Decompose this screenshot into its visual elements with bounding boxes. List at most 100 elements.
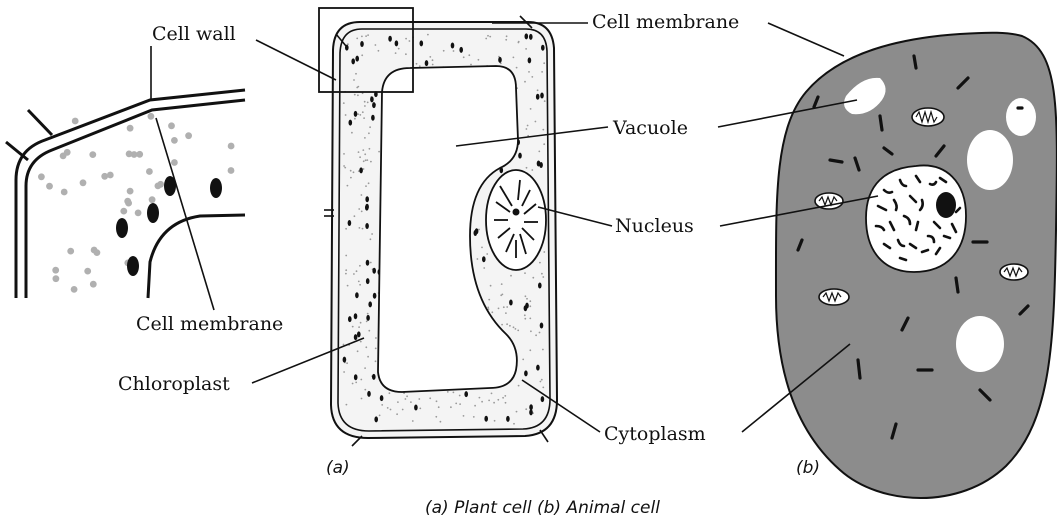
plant-cytoplasm-dot xyxy=(491,393,493,395)
plant-cytoplasm-dot xyxy=(488,400,490,402)
plant-cytoplasm-dot xyxy=(347,285,349,287)
plant-cytoplasm-dot xyxy=(530,330,532,332)
plant-chloroplast xyxy=(366,260,370,266)
plant-chloroplast xyxy=(380,395,384,401)
plant-cytoplasm-dot xyxy=(359,284,361,286)
inset-cytoplasm-dot xyxy=(228,167,235,174)
plant-cytoplasm-dot xyxy=(518,42,520,44)
plant-chloroplast xyxy=(536,365,540,371)
leader-cell-membrane-inset xyxy=(156,118,214,310)
plant-chloroplast xyxy=(464,391,468,397)
plant-cytoplasm-dot xyxy=(453,392,455,394)
plant-chloroplast xyxy=(372,268,376,274)
inset-cytoplasm-dot xyxy=(61,189,68,196)
plant-cytoplasm-dot xyxy=(409,40,411,42)
plant-cytoplasm-dot xyxy=(343,153,345,155)
plant-cytoplasm-dot xyxy=(535,121,537,123)
plant-chloroplast xyxy=(354,374,358,380)
plant-chloroplast xyxy=(541,396,545,402)
plant-cytoplasm-dot xyxy=(500,294,502,296)
plant-chloroplast xyxy=(395,40,399,46)
plant-cytoplasm-dot xyxy=(463,56,465,58)
plant-cytoplasm-dot xyxy=(379,415,381,417)
plant-cytoplasm-dot xyxy=(515,328,517,330)
plant-cytoplasm-dot xyxy=(406,395,408,397)
plant-chloroplast xyxy=(367,391,371,397)
plant-chloroplast xyxy=(518,153,522,159)
plant-cytoplasm-dot xyxy=(524,81,526,83)
plant-chloroplast xyxy=(540,323,544,329)
plant-cytoplasm-dot xyxy=(360,379,362,381)
plant-cytoplasm-dot xyxy=(488,299,490,301)
plant-chloroplast xyxy=(482,256,486,262)
inset-cytoplasm-dot xyxy=(135,210,142,217)
plant-cell xyxy=(319,8,557,446)
inset-chloroplast xyxy=(127,256,139,276)
plant-cytoplasm-dot xyxy=(364,367,366,369)
plant-cytoplasm-dot xyxy=(483,267,485,269)
plant-cytoplasm-dot xyxy=(506,35,508,37)
plant-cytoplasm-dot xyxy=(368,132,370,134)
plant-cytoplasm-dot xyxy=(365,159,367,161)
plant-chloroplast xyxy=(541,45,545,51)
inset-cytoplasm-dot xyxy=(168,122,175,129)
plant-cytoplasm-dot xyxy=(485,38,487,40)
plant-cytoplasm-dot xyxy=(419,408,421,410)
plant-chloroplast xyxy=(420,40,424,46)
plant-chloroplast xyxy=(529,404,533,410)
plant-cytoplasm-dot xyxy=(412,420,414,422)
plant-cytoplasm-dot xyxy=(525,295,527,297)
plant-cytoplasm-dot xyxy=(531,169,533,171)
plant-chloroplast xyxy=(524,370,528,376)
plant-cytoplasm-dot xyxy=(396,413,398,415)
plant-cytoplasm-dot xyxy=(352,383,354,385)
plant-chloroplast xyxy=(355,292,359,298)
plant-cytoplasm-dot xyxy=(378,50,380,52)
plant-cytoplasm-dot xyxy=(506,306,508,308)
plant-cytoplasm-dot xyxy=(345,269,347,271)
plant-cytoplasm-dot xyxy=(353,273,355,275)
plant-cytoplasm-dot xyxy=(358,281,360,283)
inset-cytoplasm-dot xyxy=(148,113,155,120)
inset-cytoplasm-dot xyxy=(80,179,87,186)
label-cell-wall: Cell wall xyxy=(152,23,236,45)
inset-cytoplasm-dot xyxy=(46,183,53,190)
panel-label-a: (a) xyxy=(326,458,350,478)
plant-cytoplasm-dot xyxy=(524,314,526,316)
plant-cytoplasm-dot xyxy=(362,149,364,151)
plant-cytoplasm-dot xyxy=(543,62,545,64)
inset-cytoplasm-dot xyxy=(71,286,78,293)
plant-cytoplasm-dot xyxy=(506,323,508,325)
plant-cytoplasm-dot xyxy=(405,53,407,55)
plant-chloroplast xyxy=(451,43,455,49)
inset-cytoplasm-dot xyxy=(185,132,192,139)
plant-chloroplast xyxy=(354,111,358,117)
plant-chloroplast xyxy=(484,416,488,422)
plant-chloroplast xyxy=(354,334,358,340)
plant-chloroplast xyxy=(528,57,532,63)
plant-cytoplasm-dot xyxy=(418,398,420,400)
plant-cytoplasm-dot xyxy=(543,143,545,145)
plant-cytoplasm-dot xyxy=(518,385,520,387)
plant-chloroplast xyxy=(343,357,347,363)
plant-cytoplasm-dot xyxy=(375,348,377,350)
plant-cytoplasm-dot xyxy=(429,397,431,399)
plant-cytoplasm-dot xyxy=(450,406,452,408)
plant-cytoplasm-dot xyxy=(529,300,531,302)
plant-cytoplasm-dot xyxy=(455,403,457,405)
plant-cytoplasm-dot xyxy=(350,177,352,179)
plant-cytoplasm-dot xyxy=(544,100,546,102)
plant-cytoplasm-dot xyxy=(351,132,353,134)
plant-chloroplast xyxy=(345,45,349,51)
plant-chloroplast xyxy=(355,56,359,62)
plant-cytoplasm-dot xyxy=(365,185,367,187)
inset-cytoplasm-dot xyxy=(120,208,127,215)
panel-label-b: (b) xyxy=(796,458,820,478)
figure-caption: (a) Plant cell (b) Animal cell xyxy=(425,498,660,518)
plant-cytoplasm-dot xyxy=(516,411,518,413)
plant-cytoplasm-dot xyxy=(410,401,412,403)
animal-nucleus-envelope xyxy=(866,165,966,272)
inset-cytoplasm-dot xyxy=(72,118,79,125)
plant-cytoplasm-dot xyxy=(429,56,431,58)
